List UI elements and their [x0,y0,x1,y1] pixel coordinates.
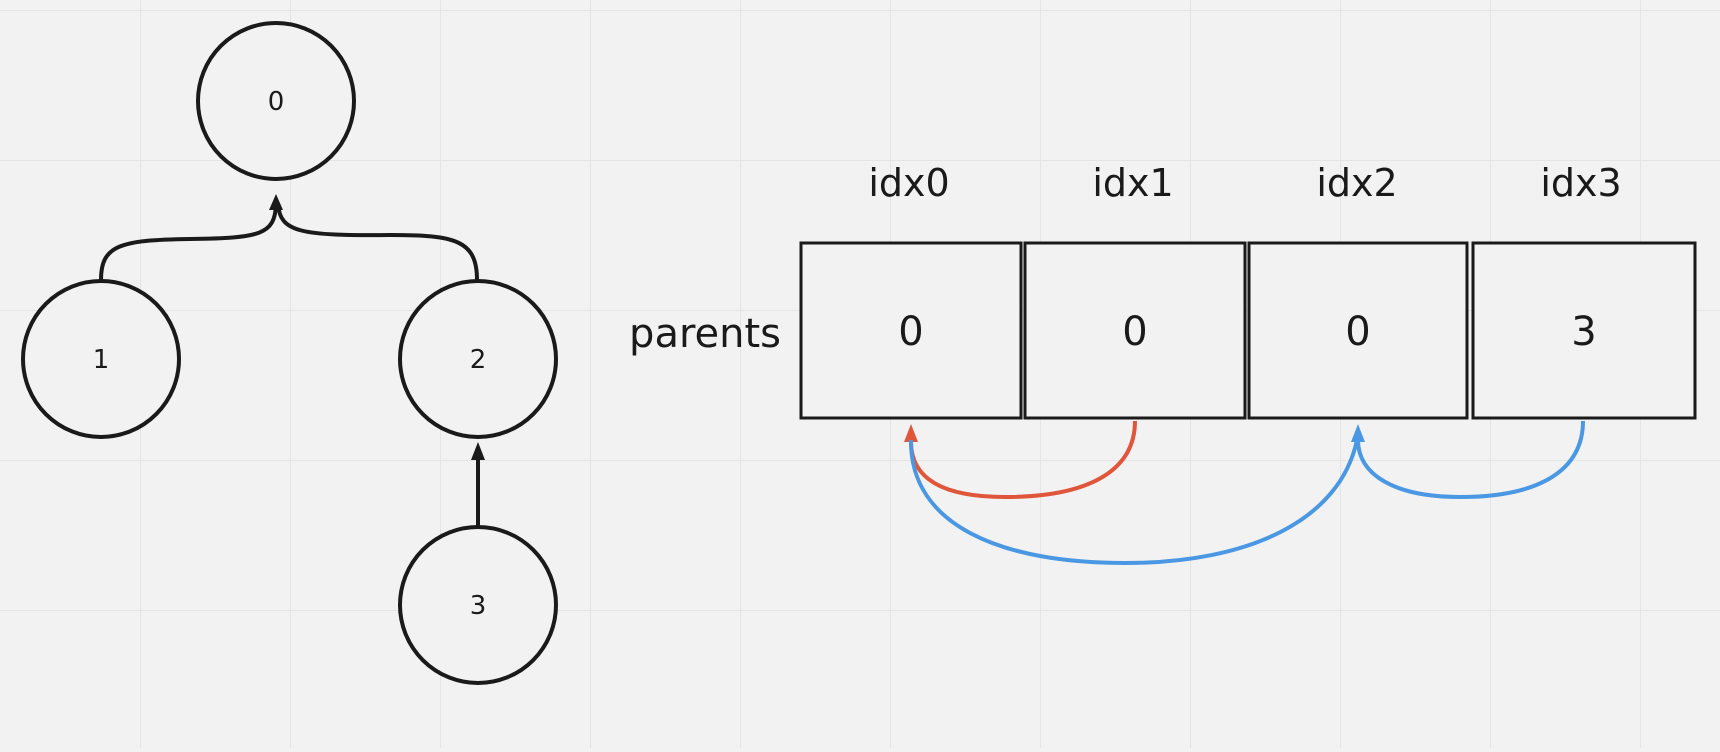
node-label: 1 [93,345,110,375]
node-label: 3 [470,591,487,621]
index-headers: idx0 idx1 idx2 idx3 [868,161,1621,205]
node-label: 0 [268,87,285,117]
node-circle [196,21,356,181]
node-circle [21,279,181,439]
cell-value: 0 [898,309,923,355]
index-label-idx3: idx3 [1540,161,1621,205]
array-cell-idx0: 0 [799,241,1023,420]
edge-3-to-2-arrowhead [471,442,485,460]
row-label-parents: parents [629,311,781,357]
cell-box [1471,241,1697,420]
node-circle [398,279,558,439]
arrow-to-idx2-head [1351,424,1365,442]
array-cell-idx3: 3 [1471,241,1697,420]
cell-box [799,241,1023,420]
arrow-idx1-to-idx0-head [904,424,918,442]
cell-value: 0 [1122,309,1147,355]
edge-1-to-0-arrowhead [269,194,283,210]
parents-array: 0 0 0 3 [799,241,1697,420]
index-label-idx0: idx0 [868,161,949,205]
arrow-idx1-to-idx0 [908,420,1137,500]
array-cell-idx1: 0 [1023,241,1247,420]
edge-1-to-0 [99,203,278,281]
tree-node-3: 3 [398,525,558,685]
index-label-idx2: idx2 [1316,161,1397,205]
node-circle [398,525,558,685]
tree-edges [99,194,485,527]
tree-node-2: 2 [398,279,558,439]
parent-arrows [904,420,1585,566]
arrow-idx3-to-idx2 [1356,420,1585,500]
array-cell-idx2: 0 [1247,241,1469,420]
tree-node-1: 1 [21,279,181,439]
arrow-idx2-to-idx0 [908,439,1359,566]
cell-value: 3 [1571,309,1596,355]
node-label: 2 [470,345,487,375]
tree-node-0: 0 [196,21,356,181]
index-label-idx1: idx1 [1092,161,1173,205]
cell-box [1247,241,1469,420]
cell-value: 0 [1345,309,1370,355]
cell-box [1023,241,1247,420]
edge-2-to-0 [276,203,479,281]
